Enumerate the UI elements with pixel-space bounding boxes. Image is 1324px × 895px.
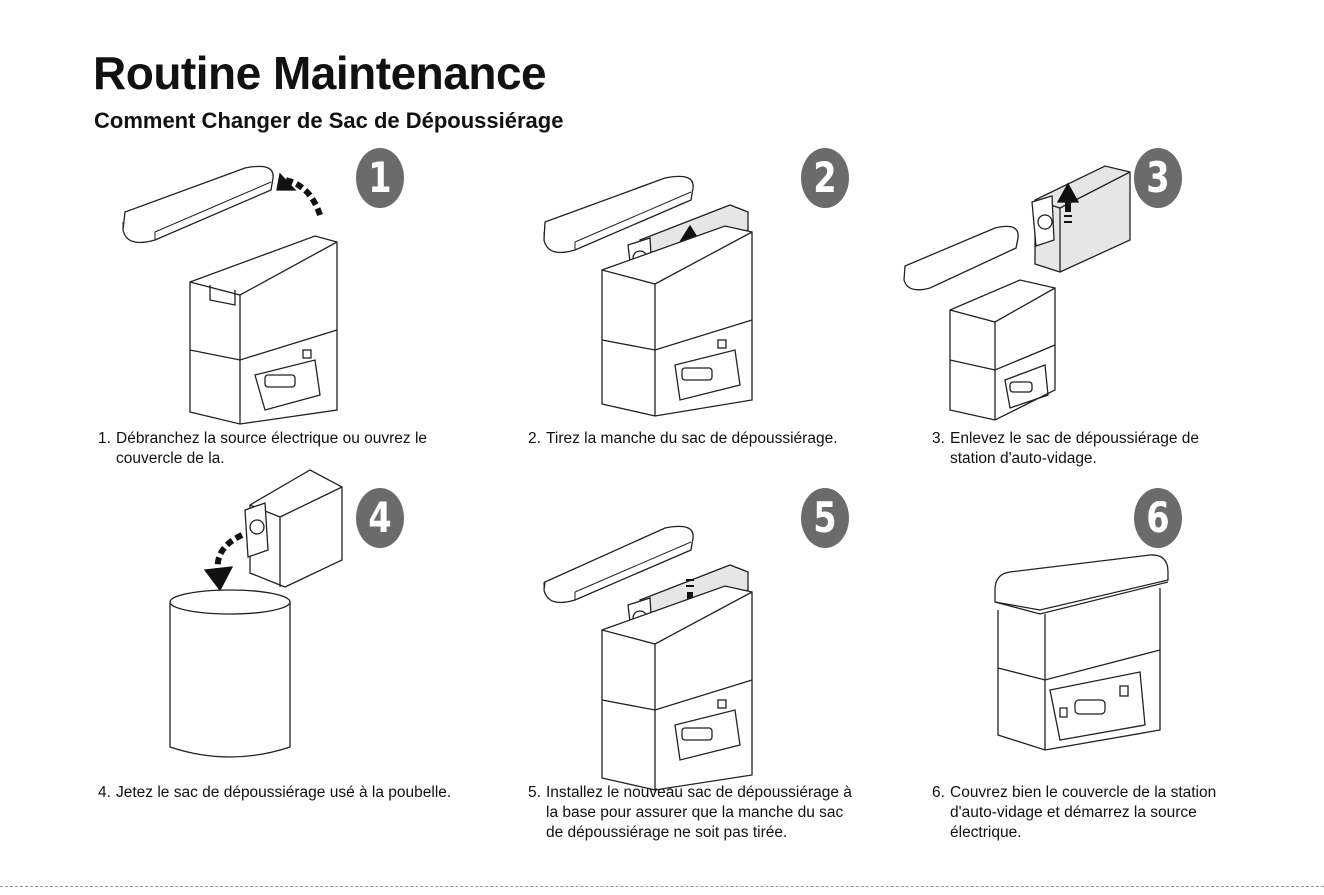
step-5-caption: 5. Installez le nouveau sac de dépoussiér…	[528, 783, 852, 842]
step-1-line-2: couvercle de la.	[116, 449, 225, 467]
step-6-illustration	[990, 550, 1175, 760]
step-1-number: 1.	[98, 430, 111, 447]
page-title: Routine Maintenance	[93, 47, 547, 99]
page-bottom-divider	[0, 886, 1324, 887]
step-3-illustration	[900, 160, 1140, 430]
step-6-line-1: Couvrez bien le couvercle de la station	[950, 784, 1217, 801]
step-3-line-2: station d'auto-vidage.	[950, 449, 1097, 467]
step-5-line-1: Installez le nouveau sac de dépoussiérag…	[546, 784, 852, 801]
step-badge-6: 6	[1134, 488, 1182, 548]
page-subtitle: Comment Changer de Sac de Dépoussiérage	[94, 108, 564, 133]
step-2-number: 2.	[528, 430, 541, 447]
step-1-line-1: Débranchez la source électrique ou ouvre…	[116, 430, 428, 447]
step-3-caption: 3. Enlevez le sac de dépoussiérage de sta…	[932, 429, 1199, 469]
step-4-line-1: Jetez le sac de dépoussiérage usé à la p…	[116, 784, 452, 801]
step-1-illustration	[115, 160, 345, 430]
step-3-number: 3.	[932, 430, 945, 447]
step-6-line-2: d'auto-vidage et démarrez la source	[950, 803, 1197, 821]
step-1-caption: 1. Débranchez la source électrique ou ouv…	[98, 429, 427, 469]
step-2-line-1: Tirez la manche du sac de dépoussiérage.	[546, 430, 838, 447]
step-5-number: 5.	[528, 784, 541, 801]
step-badge-4: 4	[356, 488, 404, 548]
step-badge-3: 3	[1134, 148, 1182, 208]
step-6-number: 6.	[932, 784, 945, 801]
step-badge-1: 1	[356, 148, 404, 208]
step-4-illustration	[160, 465, 360, 765]
step-2-caption: 2. Tirez la manche du sac de dépoussiérag…	[528, 429, 838, 449]
step-badge-5: 5	[801, 488, 849, 548]
step-3-line-1: Enlevez le sac de dépoussiérage de	[950, 430, 1200, 447]
step-2-illustration	[540, 160, 770, 430]
step-4-number: 4.	[98, 784, 111, 801]
step-4-caption: 4. Jetez le sac de dépoussiérage usé à la…	[98, 783, 451, 803]
step-5-line-3: de dépoussiérage ne soit pas tirée.	[546, 823, 788, 841]
step-badge-2: 2	[801, 148, 849, 208]
step-5-illustration	[540, 520, 770, 795]
step-6-line-3: électrique.	[950, 823, 1022, 841]
step-5-line-2: la base pour assurer que la manche du sa…	[546, 803, 844, 821]
step-6-caption: 6. Couvrez bien le couvercle de la statio…	[932, 783, 1216, 842]
